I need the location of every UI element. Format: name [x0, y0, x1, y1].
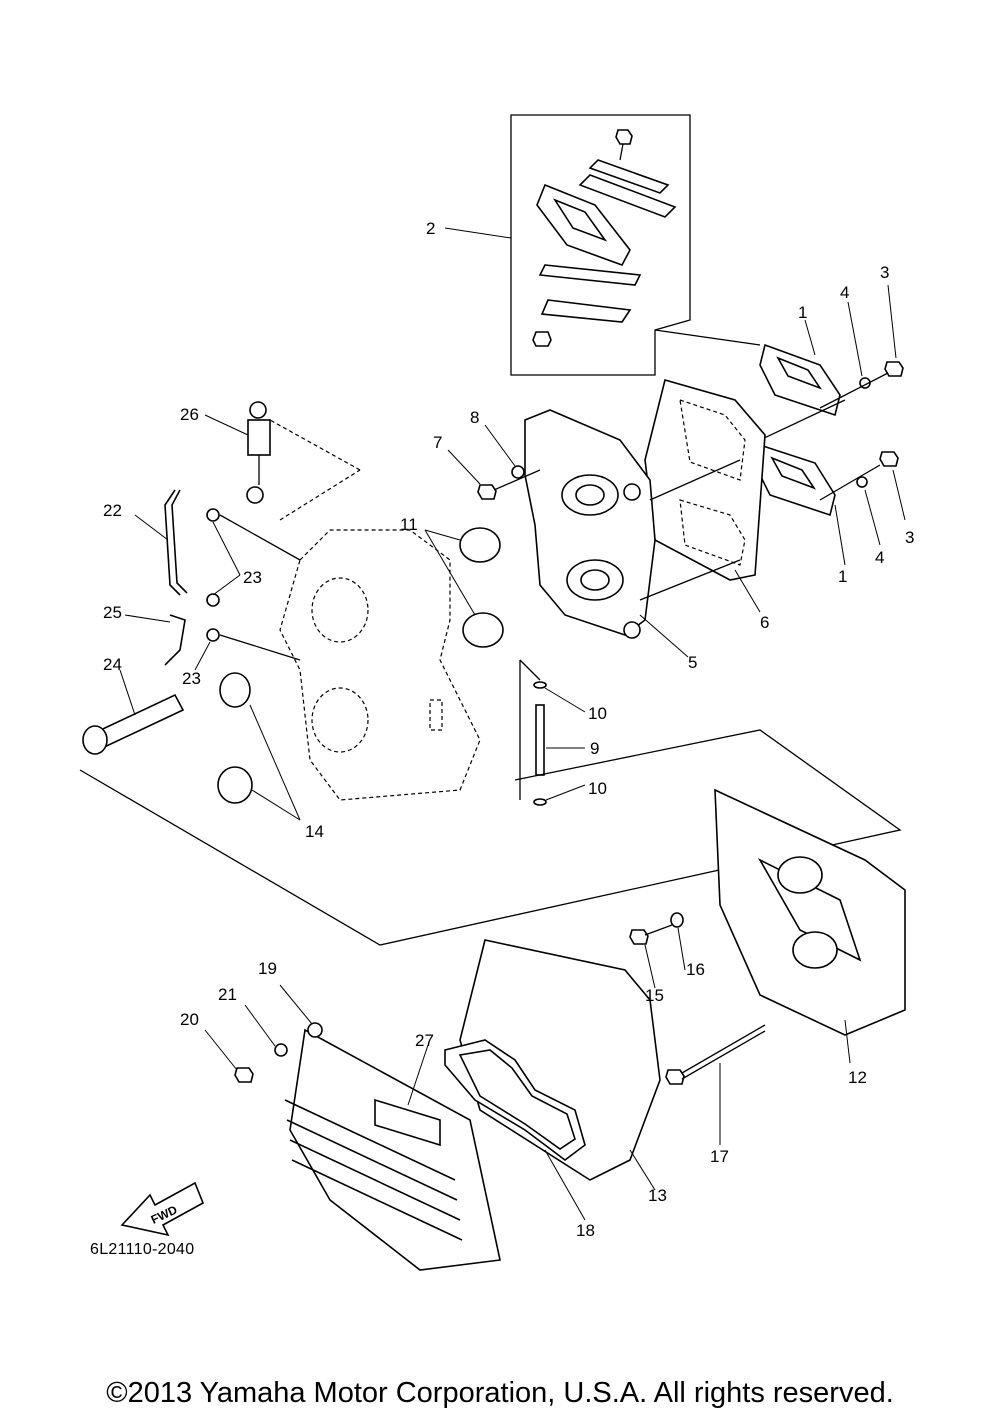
washer-8 — [511, 465, 525, 479]
bolt-17 — [665, 1069, 685, 1085]
callout-14: 14 — [305, 822, 324, 841]
callout-4-lower: 4 — [875, 548, 884, 567]
callout-10-top: 10 — [588, 704, 607, 723]
assembly-frame — [79, 729, 902, 946]
washer-10-bottom — [533, 798, 547, 806]
callout-4-upper: 4 — [840, 283, 849, 302]
leader-lines — [119, 227, 906, 1221]
cylinder-head-12 — [714, 788, 906, 1036]
grommet-19 — [307, 1022, 323, 1038]
callout-8: 8 — [470, 408, 479, 427]
callout-2: 2 — [426, 219, 435, 238]
callout-13: 13 — [648, 1186, 667, 1205]
callout-23-upper: 23 — [243, 568, 262, 587]
screw-3-lower — [879, 451, 899, 467]
hose-22-inner — [171, 489, 188, 594]
callout-15: 15 — [645, 986, 664, 1005]
callout-18: 18 — [576, 1221, 595, 1240]
clamp-23-b — [206, 593, 220, 607]
callout-24: 24 — [103, 655, 122, 674]
washer-10-top — [533, 681, 547, 689]
label-27 — [374, 1098, 441, 1147]
callout-3-upper: 3 — [880, 263, 889, 282]
clamp-23-a — [206, 508, 220, 522]
bolt-15 — [629, 929, 649, 945]
callout-19: 19 — [258, 959, 277, 978]
reed-valve-inset — [510, 114, 761, 376]
callout-3-lower: 3 — [905, 528, 914, 547]
callout-1-upper: 1 — [798, 303, 807, 322]
washer-16 — [670, 912, 684, 928]
fwd-arrow-icon: FWD — [120, 1181, 205, 1237]
callout-11: 11 — [400, 515, 418, 534]
reed-valve-upper — [759, 343, 846, 441]
callout-23-lower: 23 — [182, 669, 201, 688]
callout-21: 21 — [218, 985, 237, 1004]
callout-17: 17 — [710, 1147, 729, 1166]
callout-16: 16 — [686, 960, 705, 979]
cylinder-block-outline — [269, 419, 481, 801]
pin-9 — [535, 704, 545, 776]
gasket-18 — [444, 1039, 586, 1161]
callout-20: 20 — [180, 1010, 199, 1029]
gasket-6 — [644, 379, 766, 581]
drawing-code: 6L21110-2040 — [90, 1241, 195, 1258]
callout-labels: 1 1 2 3 3 4 4 5 6 7 8 9 10 10 11 12 13 1… — [103, 219, 914, 1240]
copyright-notice: ©2013 Yamaha Motor Corporation, U.S.A. A… — [106, 1377, 894, 1409]
callout-5: 5 — [688, 653, 697, 672]
bolt-20 — [234, 1067, 254, 1083]
callout-12: 12 — [848, 1068, 867, 1087]
bolt-7 — [477, 484, 497, 500]
o-ring-14-a — [219, 672, 251, 708]
filter-24 — [82, 693, 185, 755]
hose-25 — [164, 614, 186, 666]
callout-9: 9 — [590, 739, 599, 758]
reed-valve-lower — [754, 443, 836, 517]
callout-10-bottom: 10 — [588, 779, 607, 798]
o-ring-14-b — [217, 766, 253, 804]
o-rings-11 — [459, 527, 504, 648]
callout-27: 27 — [415, 1031, 434, 1050]
hose-22 — [164, 489, 181, 596]
cylinder-head-cover — [284, 1028, 501, 1271]
intake-manifold-5 — [524, 409, 741, 639]
callout-1-lower: 1 — [838, 567, 847, 586]
callout-6: 6 — [760, 613, 769, 632]
callout-26: 26 — [180, 405, 199, 424]
fuel-joint-26 — [246, 401, 271, 504]
washer-4-lower — [856, 476, 868, 488]
callout-22: 22 — [103, 501, 122, 520]
callout-25: 25 — [103, 603, 122, 622]
clamp-23-c — [206, 628, 220, 642]
washer-21 — [274, 1043, 288, 1057]
screw-3-upper — [884, 361, 904, 377]
callout-7: 7 — [433, 433, 442, 452]
